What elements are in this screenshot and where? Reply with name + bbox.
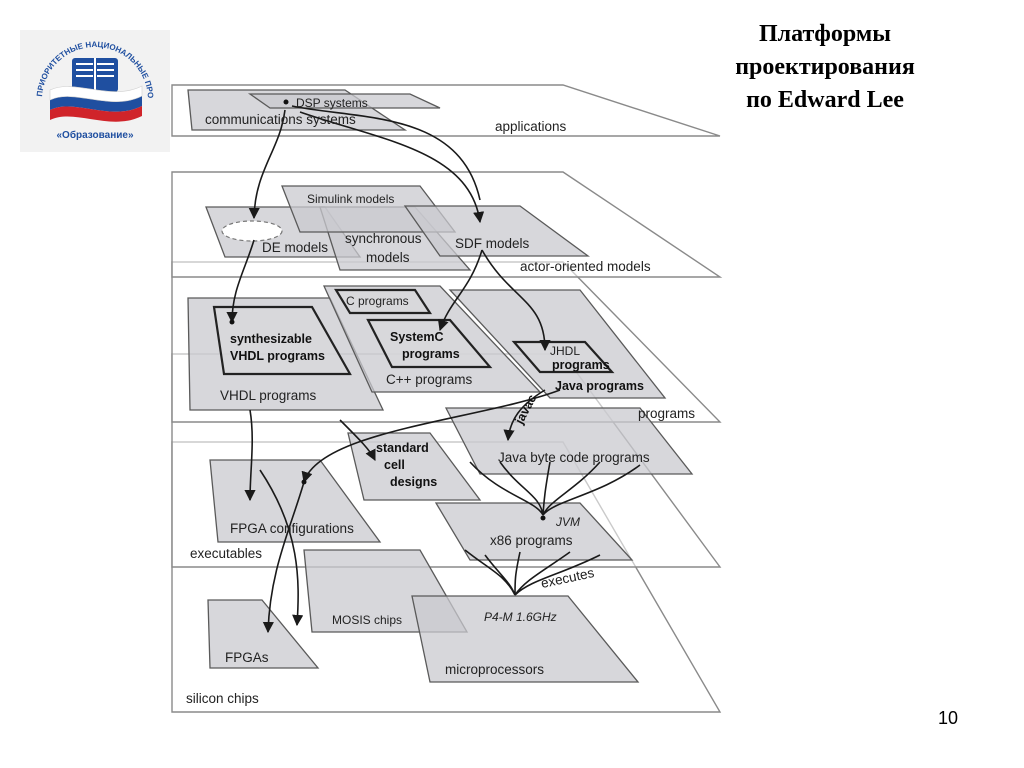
arrow-vhdl-to-std-cell	[339, 419, 376, 462]
slide-number: 10	[938, 708, 959, 728]
arrow-fpga-config-to-fpgas-1	[262, 481, 305, 634]
label-java-programs: Java programs	[555, 379, 644, 393]
label-x86-programs: x86 programs	[490, 533, 573, 548]
label-cpp-programs: C++ programs	[386, 372, 473, 387]
label-sdf-models: SDF models	[455, 236, 530, 251]
box-jhdl-programs	[511, 340, 615, 374]
title-line-1: Платформы	[759, 21, 891, 47]
book-icon	[72, 58, 118, 92]
arrow-java-to-fpga-config	[301, 389, 561, 484]
label-synchronous: synchronous	[345, 231, 422, 246]
label-vhdl-programs: VHDL programs	[220, 388, 317, 403]
label-programs: programs	[638, 406, 695, 421]
label-systemc: SystemC	[390, 330, 444, 344]
label-fpgas: FPGAs	[225, 650, 269, 665]
arrow-vhdl-to-fpga-config	[244, 409, 256, 502]
label-java-byte-code: Java byte code programs	[498, 450, 650, 465]
label-microprocessors: microprocessors	[445, 662, 544, 677]
dot-fpga-config	[301, 479, 307, 485]
label-communications-systems: communications systems	[205, 112, 356, 127]
label-simulink-models: Simulink models	[307, 192, 394, 206]
box-x86-programs	[434, 502, 634, 561]
arrow-de-to-synth-vhdl	[226, 239, 255, 324]
box-microprocessors	[411, 595, 640, 683]
label-jhdl: JHDL	[550, 344, 580, 358]
box-standard-cell-designs	[347, 432, 482, 501]
dot-synth-vhdl	[229, 319, 235, 325]
label-executables: executables	[190, 546, 262, 561]
arrow-comm-to-de	[248, 109, 286, 220]
arrow-sdf-to-jhdl	[481, 249, 551, 352]
label-synchronous-models: models	[366, 250, 410, 265]
label-fpga-configurations: FPGA configurations	[230, 521, 354, 536]
arrow-javac	[503, 389, 546, 442]
box-fpga-configurations	[209, 459, 382, 543]
box-c-programs	[334, 288, 433, 315]
label-p4m: P4-M 1.6GHz	[484, 610, 557, 624]
box-synthesizable-vhdl	[212, 305, 352, 376]
label-synthesizable: synthesizable	[230, 332, 312, 346]
slide-title: Платформы проектирования по Edward Lee	[700, 18, 950, 117]
arrow-dsp-to-sdf	[291, 105, 481, 201]
box-dsp-systems	[247, 93, 441, 109]
arrows-bytecode-to-jvm	[469, 461, 641, 516]
label-de-models: DE models	[262, 240, 328, 255]
education-project-logo: ПРИОРИТЕТНЫЕ НАЦИОНАЛЬНЫЕ ПРОЕКТЫ «Образ…	[20, 30, 170, 152]
label-cell: cell	[384, 458, 405, 472]
flag-ribbon-icon	[50, 96, 142, 112]
label-systemc-programs: programs	[402, 347, 460, 361]
arrow-comm-to-sdf	[299, 111, 485, 224]
arrow-sdf-to-systemc	[437, 249, 483, 332]
label-mosis-chips: MOSIS chips	[332, 613, 402, 627]
label-dsp-systems: DSP systems	[296, 96, 368, 110]
label-c-programs: C programs	[346, 294, 409, 308]
box-java-byte-code	[444, 407, 694, 475]
label-designs: designs	[390, 475, 437, 489]
box-sdf-models	[403, 205, 590, 257]
arrows-x86-to-p4m	[464, 549, 601, 596]
de-models-ellipse	[221, 220, 283, 242]
label-silicon-chips: silicon chips	[186, 691, 259, 706]
title-line-3: по Edward Lee	[746, 87, 904, 113]
label-jvm: JVM	[555, 515, 580, 529]
box-fpgas	[207, 599, 320, 669]
label-actor-oriented-models: actor-oriented models	[520, 259, 651, 274]
label-synthesizable-vhdl-programs: VHDL programs	[230, 349, 325, 363]
logo-name-text: «Образование»	[56, 129, 133, 141]
title-line-2: проектирования	[735, 54, 915, 80]
box-systemc-programs	[366, 318, 493, 369]
label-standard: standard	[376, 441, 429, 455]
label-applications: applications	[495, 119, 567, 134]
dot-jvm	[540, 515, 546, 521]
label-jhdl-programs: programs	[552, 358, 610, 372]
arrow-fpga-config-to-fpgas-2	[259, 469, 304, 627]
dot-dsp	[283, 99, 289, 105]
